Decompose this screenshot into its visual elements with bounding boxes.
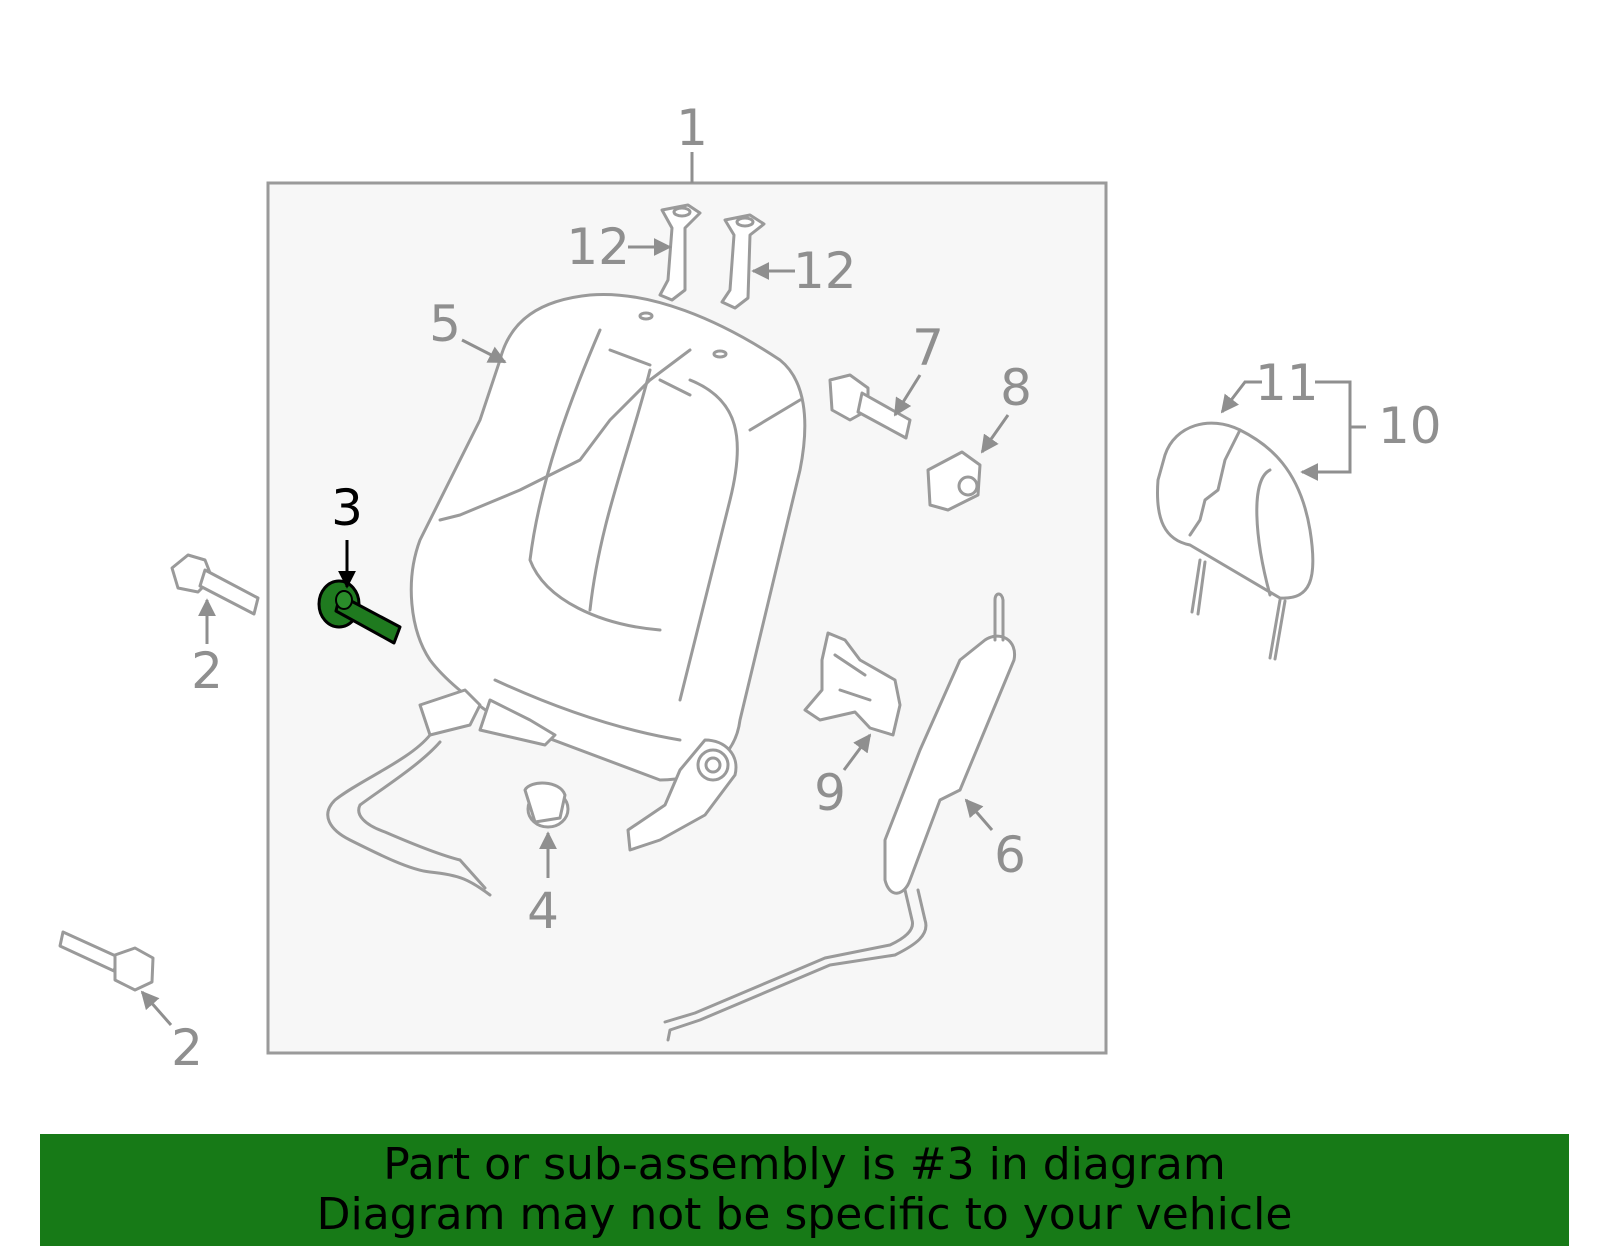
bolt-part-3-highlighted[interactable] — [317, 579, 402, 645]
callout-7-leader — [893, 374, 922, 417]
info-banner: Part or sub-assembly is #3 in diagram Di… — [40, 1134, 1569, 1246]
callout-5: 5 — [429, 295, 461, 353]
banner-line-2: Diagram may not be specific to your vehi… — [316, 1189, 1293, 1240]
callout-9: 9 — [814, 764, 846, 822]
callout-2-lower: 2 — [171, 1019, 203, 1077]
bracket-part-9 — [803, 631, 902, 737]
grommet-part-4 — [523, 781, 570, 829]
callout-8: 8 — [1000, 359, 1032, 417]
callout-12-left: 12 — [566, 218, 630, 276]
seat-frame — [326, 688, 738, 897]
callout-12-right: 12 — [793, 242, 857, 300]
nut-part-8 — [926, 450, 982, 512]
callout-3: 3 — [331, 479, 363, 537]
callout-9-leader — [842, 733, 872, 771]
callout-2-upper: 2 — [191, 642, 223, 700]
bolt-part-2-upper — [170, 553, 260, 616]
callout-7: 7 — [912, 319, 944, 377]
callout-6-leader — [964, 798, 994, 831]
callout-6: 6 — [994, 826, 1026, 884]
callout-5-leader — [461, 338, 507, 364]
airbag-module-part-6 — [663, 592, 1017, 1042]
callout-4: 4 — [527, 882, 559, 940]
callout-2-lower-leader — [140, 990, 173, 1026]
banner-line-1: Part or sub-assembly is #3 in diagram — [383, 1139, 1226, 1190]
guide-clip-b — [720, 213, 766, 310]
callout-10: 10 — [1378, 397, 1442, 455]
callout-8-leader — [980, 414, 1010, 454]
headrest-part-10 — [1155, 421, 1315, 661]
callout-11-leader — [1220, 380, 1262, 414]
callout-11: 11 — [1255, 354, 1319, 412]
bolt-part-2-lower — [58, 930, 155, 992]
seat-back-cover — [409, 292, 807, 782]
callout-1: 1 — [676, 99, 708, 157]
bolt-part-7 — [828, 373, 912, 440]
